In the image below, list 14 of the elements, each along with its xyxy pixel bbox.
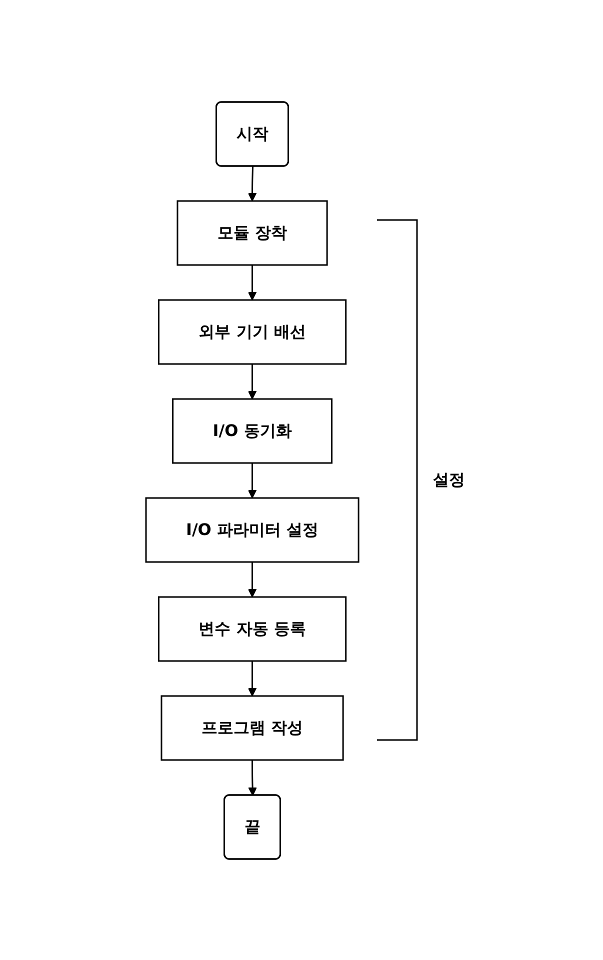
node-box: 모듈 장착: [176, 200, 328, 266]
arrow: [248, 562, 257, 597]
node-box: I/O 파라미터 설정: [145, 496, 360, 562]
arrow: [248, 264, 257, 300]
arrow: [248, 660, 257, 696]
node-box: 변수 자동 등록: [158, 596, 347, 662]
node-box: 프로그램 작성: [160, 694, 344, 760]
bracket-label: 설정: [432, 470, 465, 490]
node-box: I/O 동기화: [172, 398, 333, 464]
arrow: [248, 364, 257, 399]
arrow: [248, 166, 257, 201]
node-box: 외부 기기 배선: [158, 298, 347, 364]
arrow: [248, 462, 257, 498]
arrow: [248, 760, 258, 796]
